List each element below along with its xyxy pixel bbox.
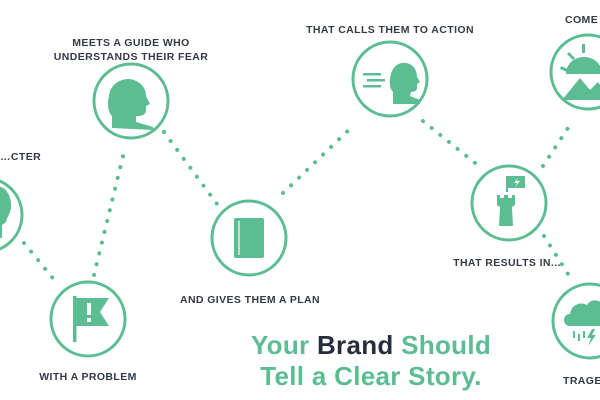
exclamation-flag-icon [73,296,109,342]
connector-results-comedy [541,123,572,168]
headline: Your Brand Should Tell a Clear Story. [236,330,506,392]
headline-part1: Your [250,330,317,360]
label-action: THAT CALLS THEM TO ACTION [306,24,474,36]
connector-action-results [421,119,482,169]
headline-brand: Brand [316,330,394,360]
label-results: THAT RESULTS IN... [453,257,561,269]
label-guide-line1: MEETS A GUIDE WHO [72,37,190,49]
label-plan: AND GIVES THEM A PLAN [179,294,321,306]
label-problem: WITH A PROBLEM [39,371,137,383]
connector-guide-plan [162,130,222,210]
plan-book-icon [234,218,264,258]
connector-results-tragedy [542,234,575,284]
label-comedy: COME [565,14,599,26]
calling-figure-icon [363,62,420,104]
storm-cloud-icon [564,300,600,346]
connector-problem-guide [92,150,126,277]
label-character: …CTER [0,151,42,163]
tower-flag-icon [497,176,525,226]
connector-character-problem [22,241,58,284]
sunrise-mountain-icon [560,44,600,100]
label-guide-line2: UNDERSTANDS THEIR FEAR [53,51,209,63]
headline-part2: Should [393,330,492,360]
label-tragedy: TRAGE [563,375,600,387]
connector-plan-action [281,122,357,195]
label-guide: MEETS A GUIDE WHO UNDERSTANDS THEIR FEAR [50,36,212,64]
character-silhouette-icon [0,186,12,238]
guide-profile-icon [108,79,154,130]
headline-line1: Your Brand Should [236,330,506,361]
headline-line2: Tell a Clear Story. [260,361,482,391]
